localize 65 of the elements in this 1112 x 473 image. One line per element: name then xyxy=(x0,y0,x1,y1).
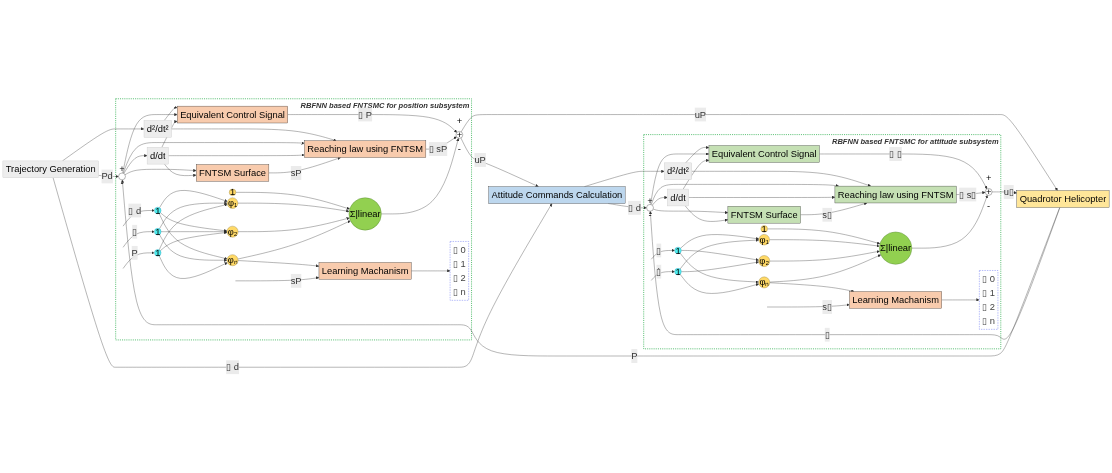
edge-label: P xyxy=(631,350,638,362)
node-circle: φₙ xyxy=(758,276,770,289)
edge-label: uP xyxy=(474,154,486,166)
node-circle: 1 xyxy=(674,268,682,276)
node-circle: φ₂ xyxy=(758,255,770,267)
node-circle: φ₂ xyxy=(226,225,239,238)
edge-label: ▯ xyxy=(656,244,662,256)
node-circle xyxy=(646,204,654,212)
node-label: - xyxy=(987,200,991,212)
node-label: - xyxy=(648,209,652,221)
edge-label: s▯ xyxy=(822,209,833,220)
edge-label: ▯ d xyxy=(226,361,239,373)
node-box: Reaching law using FNTSM xyxy=(834,185,957,204)
edge-label: ▯ d xyxy=(628,202,641,214)
node-label: + xyxy=(985,172,992,184)
node-box: Trajectory Generation xyxy=(2,160,99,178)
edge-label: uP xyxy=(694,109,707,120)
node-label: + xyxy=(647,195,653,207)
node-label: - xyxy=(457,143,461,155)
node-circle: 1 xyxy=(154,228,162,236)
node-circle: 1 xyxy=(154,207,162,214)
node-circle: φ₁ xyxy=(758,234,770,246)
edge-label: Pd xyxy=(101,170,113,182)
node-box: ▯ 0 ▯ 1 ▯ 2 ▯ n xyxy=(979,270,999,330)
node-circle: + xyxy=(455,131,463,139)
node-box: d/dt xyxy=(146,147,169,165)
node-label: + xyxy=(456,115,463,127)
node-circle: 1 xyxy=(154,249,162,257)
node-box: ▯ 0 ▯ 1 ▯ 2 ▯ n xyxy=(449,241,469,301)
node-circle: Σ|linear xyxy=(879,231,912,265)
edge-label: ▯ P xyxy=(358,109,373,120)
node-circle: 1 xyxy=(760,225,768,233)
node-box: FNTSM Surface xyxy=(727,206,801,224)
node-circle xyxy=(118,172,126,181)
node-box: Equivalent Control Signal xyxy=(708,145,820,163)
node-circle: Σ|linear xyxy=(348,197,382,231)
node-label: + xyxy=(119,163,125,175)
edge-label: ▯ xyxy=(824,329,830,340)
node-circle: 1 xyxy=(229,188,237,196)
edge-label: sP xyxy=(290,167,302,179)
node-label: - xyxy=(120,177,124,189)
node-circle: φₙ xyxy=(226,254,239,266)
edge-label: ▯ ▯ xyxy=(889,148,902,160)
node-box: Attitude Commands Calculation xyxy=(488,186,626,204)
node-circle: 1 xyxy=(674,246,682,254)
node-box: Quadrotor Helicopter xyxy=(1016,190,1110,208)
node-box: Learning Machanism xyxy=(318,262,412,280)
node-box: Learning Machanism xyxy=(849,291,942,309)
node-box: d²/dt² xyxy=(664,162,692,180)
edge-label: P xyxy=(131,247,138,259)
node-circle: φ₁ xyxy=(227,197,239,209)
node-box: Reaching law using FNTSM xyxy=(304,140,427,158)
edge-label: ▯ s▯ xyxy=(959,188,977,200)
node-box: d/dt xyxy=(667,188,689,207)
node-box: d²/dt² xyxy=(143,120,172,138)
edge-label: ▯ sP xyxy=(428,143,448,155)
node-box: FNTSM Surface xyxy=(196,164,270,182)
edge-label: ▯ xyxy=(132,226,138,237)
edge-label: s▯ xyxy=(822,301,833,313)
edge-label: ▯̇ xyxy=(656,266,662,277)
edge-label: u▯ xyxy=(1003,186,1014,198)
edge-label: ▯ d xyxy=(128,204,142,216)
node-box: Equivalent Control Signal xyxy=(177,105,288,124)
node-circle: + xyxy=(985,188,993,196)
edge-label: sP xyxy=(290,275,302,287)
